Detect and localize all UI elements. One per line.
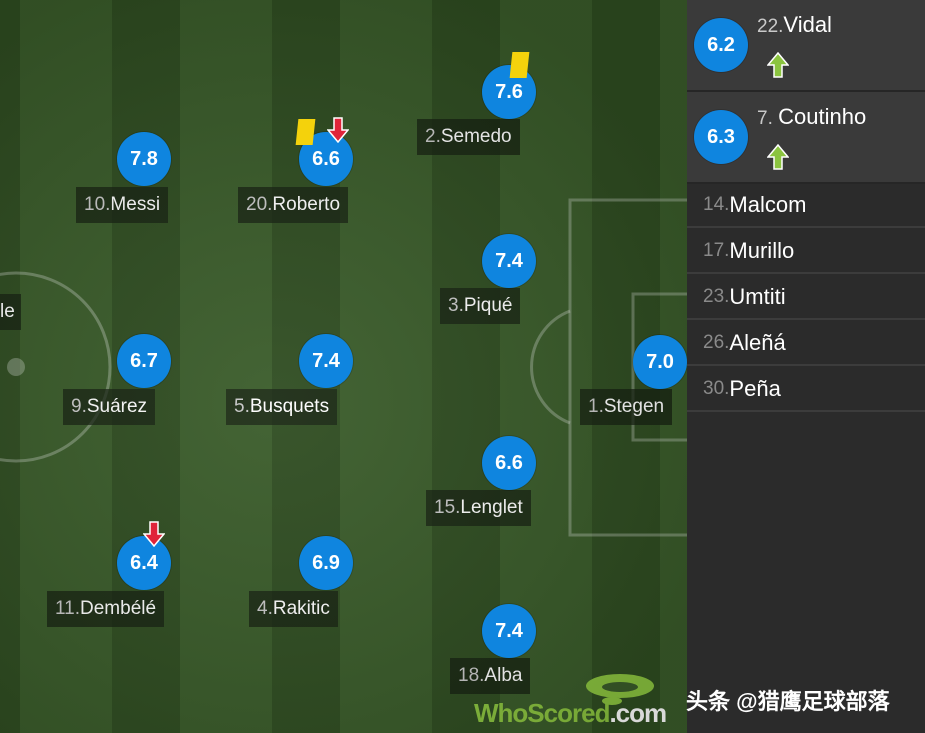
pitch-lines [0,198,687,537]
bench-player-umtiti[interactable]: 23.Umtiti [687,276,925,320]
bench-player-murillo[interactable]: 17.Murillo [687,230,925,274]
yellow-card-icon [509,52,530,78]
player-name-label: 1. Stegen [580,389,673,425]
player-name-label: 11.Dembélé [47,591,165,627]
player-name-label: 9. Suárez [63,389,156,425]
bench-player-alena[interactable]: 26.Aleñá [687,322,925,366]
yellow-card-icon [295,119,316,145]
substitution-on-icon [767,144,789,170]
question-mark-logo-icon [586,674,654,705]
player-name-label: 3. Piqué [440,288,521,324]
substitution-off-icon [143,521,165,547]
player-name-label: 10.Messi [76,187,169,223]
rating-bubble: 7.0 [633,335,687,389]
bench-player-pena[interactable]: 30.Peña [687,368,925,412]
offscreen-player-label: le [0,294,21,330]
bench-player-malcom[interactable]: 14.Malcom [687,184,925,228]
player-name-label: 2. Semedo [417,119,520,155]
substitute-in-vidal[interactable]: 6.2 22.Vidal [687,0,925,92]
logo-text-domain: .com [609,698,667,728]
substitution-off-icon [327,117,349,143]
watermark-text: 头条 @猎鹰足球部落 [686,689,890,714]
pitch: le 7.8 10.Messi 6.6 20.Roberto 7.6 2. Se… [0,0,687,733]
player-name-label: 4. Rakitic [249,591,338,627]
player-name-label: 5. Busquets [226,389,338,425]
rating-bubble: 6.4 [117,536,171,590]
whoscored-logo: WhoScored.com [474,672,674,732]
player-name-label: 15.Lenglet [426,490,531,526]
player-name-label: 18.Alba [450,658,531,694]
rating-bubble: 7.4 [299,334,353,388]
rating-bubble: 6.6 [482,436,536,490]
substitutes-panel: 6.2 22.Vidal 6.3 7. Coutinho 14.Malcom 1… [687,0,925,733]
rating-bubble: 6.2 [694,18,748,72]
substitution-on-icon [767,52,789,78]
player-name-label: 20.Roberto [238,187,349,223]
rating-bubble: 7.4 [482,234,536,288]
rating-bubble: 6.3 [694,110,748,164]
logo-text: WhoScored [474,698,610,728]
rating-bubble: 7.6 [482,65,536,119]
rating-bubble: 6.7 [117,334,171,388]
substitute-in-coutinho[interactable]: 6.3 7. Coutinho [687,92,925,184]
substitute-name: 7. Coutinho [757,104,867,129]
rating-bubble: 6.9 [299,536,353,590]
rating-bubble: 7.4 [482,604,536,658]
rating-bubble: 7.8 [117,132,171,186]
substitute-name: 22.Vidal [757,12,832,37]
